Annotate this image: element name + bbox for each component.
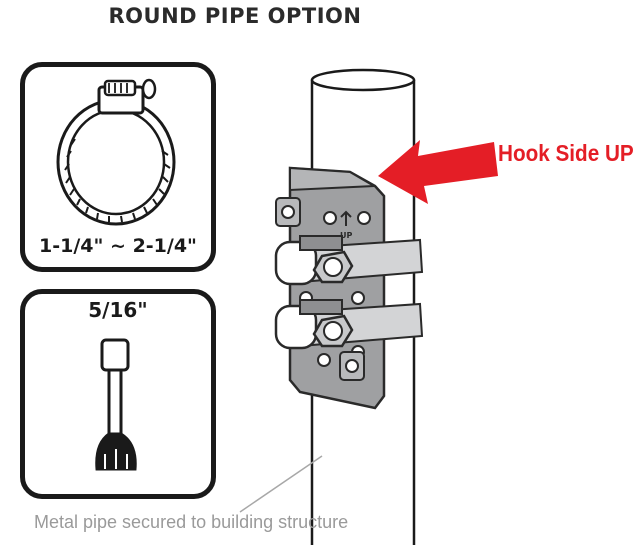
upper-band-clamp — [274, 235, 424, 286]
hose-clamp-panel: 1-1/4" ~ 2-1/4" — [20, 62, 216, 272]
hose-clamp-icon — [56, 78, 176, 226]
lower-band-clamp — [274, 299, 424, 350]
clamp-size-label: 1-1/4" ~ 2-1/4" — [39, 235, 197, 257]
hook-side-arrow — [378, 140, 498, 204]
mounting-bracket: UP — [275, 166, 386, 410]
up-marking: UP — [340, 231, 352, 240]
nut-driver-icon — [95, 338, 137, 471]
pipe-caption: Metal pipe secured to building structure — [34, 512, 349, 532]
nut-driver-panel: 5/16" — [20, 289, 216, 499]
page-title: ROUND PIPE OPTION — [108, 4, 362, 28]
nut-driver-size-label: 5/16" — [88, 298, 148, 322]
caption-leader-line — [239, 455, 323, 513]
hook-side-up-label: Hook Side UP — [498, 140, 634, 166]
